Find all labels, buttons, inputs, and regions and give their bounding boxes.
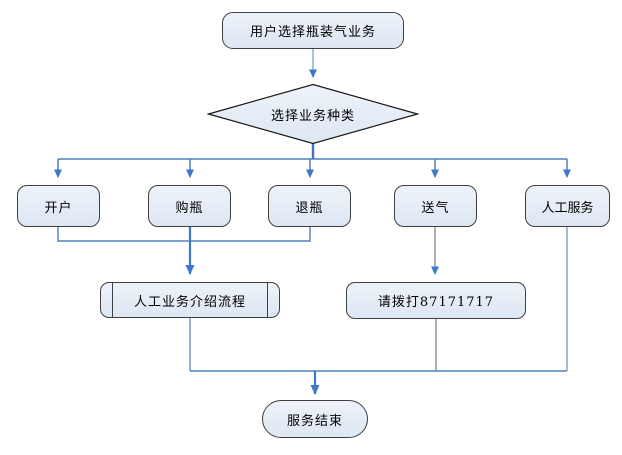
node-intro-process: 人工业务介绍流程 xyxy=(100,282,280,318)
node-decision: 选择业务种类 xyxy=(207,83,419,145)
node-start-label: 用户选择瓶装气业务 xyxy=(249,25,376,40)
connector-return-bottle-join xyxy=(190,227,311,242)
decision-diamond-shape xyxy=(207,83,419,145)
node-call-number-label: 请拨打87171717 xyxy=(377,295,495,310)
node-deliver-gas: 送气 xyxy=(394,185,477,227)
node-open-account: 开户 xyxy=(17,185,100,227)
node-deliver-gas-label: 送气 xyxy=(421,200,450,216)
node-open-account-label: 开户 xyxy=(44,200,73,216)
node-manual-service: 人工服务 xyxy=(525,185,610,227)
node-decision-label: 选择业务种类 xyxy=(270,108,355,124)
node-start: 用户选择瓶装气业务 xyxy=(222,12,404,49)
node-end: 服务结束 xyxy=(262,400,368,438)
node-return-bottle-label: 退瓶 xyxy=(295,200,324,216)
node-buy-bottle-label: 购瓶 xyxy=(175,200,204,216)
node-buy-bottle: 购瓶 xyxy=(148,185,231,227)
node-intro-process-label: 人工业务介绍流程 xyxy=(133,294,246,310)
node-return-bottle: 退瓶 xyxy=(268,185,351,227)
connector-open-account-join xyxy=(57,227,190,242)
node-manual-service-label: 人工服务 xyxy=(541,200,594,216)
node-call-number: 请拨打87171717 xyxy=(346,282,526,319)
node-end-label: 服务结束 xyxy=(286,413,343,429)
